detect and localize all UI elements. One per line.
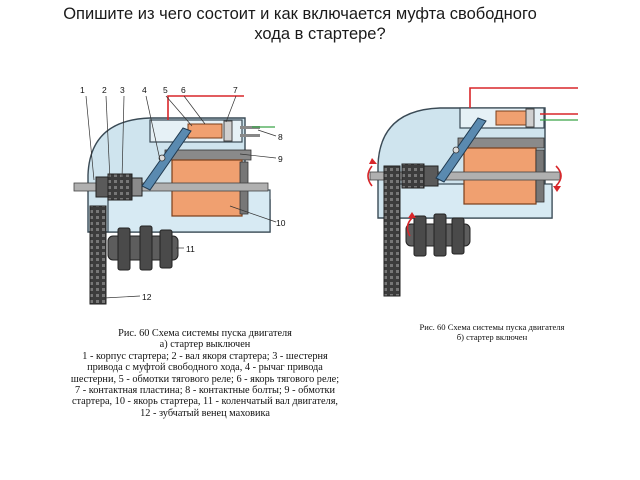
label-6: 6: [181, 85, 186, 95]
left-overrun-clutch: [95, 176, 109, 198]
left-starter-figure: 1 2 3 4 5 6 7 8 9 10 11 12: [73, 85, 286, 305]
label-5: 5: [163, 85, 168, 95]
left-caption-line: 7 - контактная пластина; 8 - контактные …: [75, 385, 335, 397]
left-red-wire: [167, 95, 244, 120]
left-caption-line: Рис. 60 Схема системы пуска двигателя: [118, 328, 292, 339]
label-3: 3: [120, 85, 125, 95]
left-caption: Рис. 60 Схема системы пуска двигателя а)…: [30, 328, 380, 419]
right-armature-shaft: [369, 171, 561, 181]
label-12: 12: [142, 292, 152, 302]
question-line-2: хода в стартере?: [254, 25, 386, 43]
left-armature-shaft: [73, 182, 269, 192]
right-drive-lever: [435, 117, 487, 183]
right-drive-gear: [401, 163, 425, 189]
right-solenoid-armature: [495, 110, 527, 126]
label-4: 4: [142, 85, 147, 95]
left-caption-line: стартера, 10 - якорь стартера, 11 - коле…: [71, 396, 339, 408]
label-11: 11: [186, 244, 195, 254]
right-red-wire: [469, 87, 578, 108]
label-7: 7: [233, 85, 238, 95]
question-title: Опишите из чего состоит и как включается…: [0, 4, 640, 44]
left-flywheel-ring-gear: [89, 205, 107, 305]
left-caption-line: 1 - корпус стартера; 2 - вал якоря старт…: [82, 350, 328, 362]
label-1: 1: [80, 85, 85, 95]
question-line-1: Опишите из чего состоит и как включается…: [63, 5, 537, 23]
right-caption-line: б) стартер включен: [456, 332, 528, 342]
right-caption-line: Рис. 60 Схема системы пуска двигателя: [419, 322, 565, 332]
left-drive-gear: [107, 173, 133, 201]
left-caption-line: а) стартер выключен: [159, 339, 251, 351]
label-9: 9: [278, 154, 283, 164]
left-crankshaft: [107, 225, 179, 271]
right-crankshaft: [405, 213, 471, 257]
right-overrun-clutch: [423, 165, 439, 187]
right-starter-figure: [367, 87, 578, 297]
label-8: 8: [278, 132, 283, 142]
left-drive-lever: [141, 127, 192, 191]
left-field-winding: [164, 149, 252, 161]
right-caption: Рис. 60 Схема системы пуска двигателя б)…: [392, 322, 592, 342]
left-solenoid-armature: [187, 123, 223, 139]
left-caption-line: 12 - зубчатый венец маховика: [140, 407, 270, 419]
left-caption-line: привода с муфтой свободного хода, 4 - ры…: [87, 362, 323, 374]
label-2: 2: [102, 85, 107, 95]
rotation-arrows: [367, 165, 562, 237]
right-flywheel-ring-gear: [383, 165, 401, 297]
label-10: 10: [276, 218, 286, 228]
left-caption-line: шестерни, 5 - обмотки тягового реле; 6 -…: [70, 373, 340, 385]
